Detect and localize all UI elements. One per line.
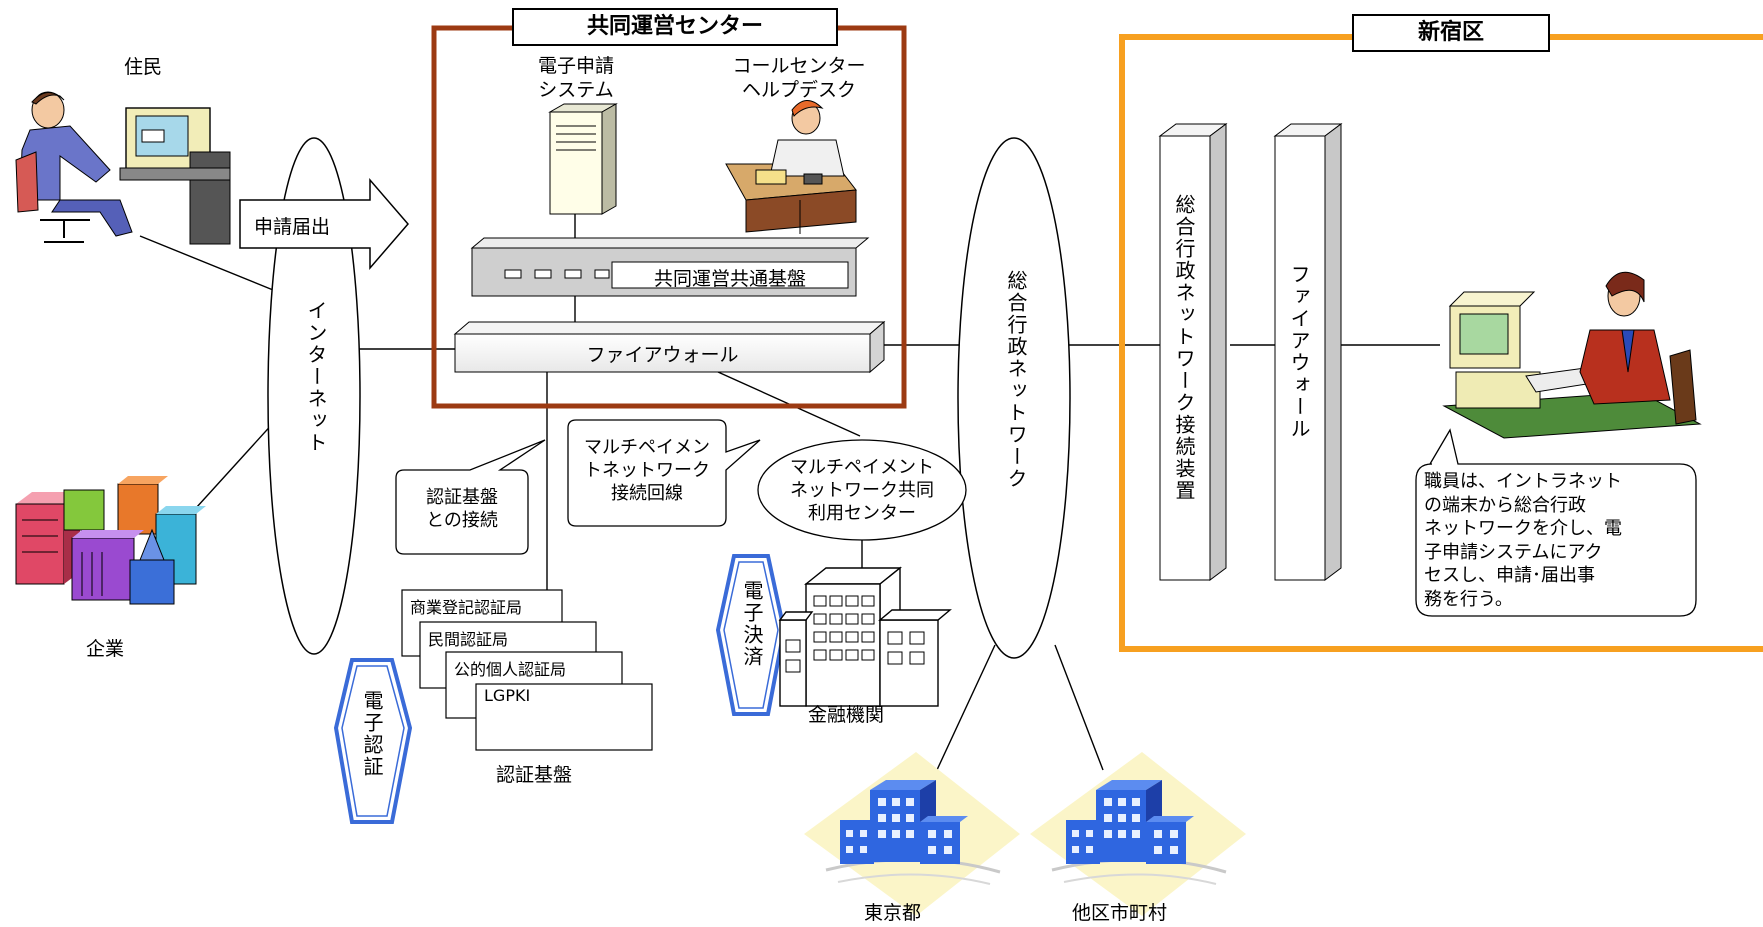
cert-platform-label: 認証基盤 [496,764,573,786]
staff-note-line-4: 子申請システムにアク [1424,541,1603,563]
call-center-line-2: ヘルプデスク [741,79,856,101]
multipay-center-label: マルチペイメント ネットワーク共同 利用センター [762,456,962,525]
multipay-center-ellipse [757,439,967,541]
call-center-line-1: コールセンター [732,55,866,77]
auth-link-line-1: 認証基盤 [426,487,498,508]
multipay-line-2: トネットワーク [584,460,710,481]
e-apply-system-label: 電子申請 システム [526,54,626,102]
e-settle-badge-label: 電子決済 [740,580,764,668]
e-apply-line-1: 電子申請 [537,55,614,77]
cert-ca-public-individual: 公的個人認証局 [454,660,567,679]
other-munis-label: 他区市町村 [1072,902,1168,924]
lgwan-connector-device [1158,123,1228,581]
shinjuku-firewall-label: ファイアウォール [1287,264,1311,440]
center-firewall-device [453,320,886,374]
internet-label: インターネット [304,300,328,454]
multipay-center-line-3: 利用センター [808,503,916,524]
center-firewall-label: ファイアウォール [586,344,739,366]
staff-note-line-2: の端末から総合行政 [1424,494,1586,516]
common-platform-device [470,237,870,297]
callout-auth-shape [395,439,546,555]
company-label: 企業 [86,638,125,660]
connector-lines [139,210,1440,786]
staff-note-line-1: 職員は、イントラネット [1424,471,1622,492]
tokyo-city-graphic [804,752,1020,916]
cert-ca-private: 民間認証局 [428,630,509,649]
cert-authority-stack [401,589,653,751]
e-apply-line-2: システム [538,79,614,101]
multipay-line-callout: マルチペイメン トネットワーク 接続回線 [570,436,724,505]
multipay-center-line-1: マルチペイメント [790,457,934,478]
callout-multipay-line-shape [567,419,761,527]
company-clipart [15,476,206,605]
staff-note-line-6: 務を行う。 [1424,588,1513,610]
cert-ca-commercial: 商業登記認証局 [410,598,523,617]
hex-e-settle [715,554,787,716]
multipay-line-3: 接続回線 [611,483,683,504]
financial-building [778,566,952,708]
staff-note-line-3: ネットワークを介し、電 [1424,518,1622,539]
staff-note: 職員は、イントラネット の端末から総合行政 ネットワークを介し、電 子申請システ… [1424,470,1690,611]
cert-ca-lgpki: LGPKI [484,686,531,705]
shinjuku-title: 新宿区 [1352,14,1550,52]
lgwan-ellipse [957,137,1071,659]
resident-clipart [15,91,231,245]
apply-arrow-label: 申請届出 [254,216,331,238]
apply-arrow-shape [239,177,409,271]
callcenter-clipart [725,100,857,234]
auth-link-line-2: との接続 [426,510,498,531]
lgwan-connect-label: 総合行政ネットワーク接続装置 [1172,194,1196,502]
server-tower [548,103,618,215]
multipay-center-line-2: ネットワーク共同 [790,480,934,501]
staff-clipart [1442,271,1702,439]
lgwan-label: 総合行政ネットワーク [1004,270,1028,490]
common-platform-label: 共同運営共通基盤 [653,268,806,290]
financial-label: 金融機関 [808,704,885,726]
center-title: 共同運営センター [512,8,838,46]
multipay-line-1: マルチペイメン [584,437,710,458]
staff-note-line-5: セスし、申請･届出事 [1424,565,1595,586]
internet-ellipse [267,137,361,655]
e-auth-badge-label: 電子認証 [360,690,384,778]
auth-link-callout: 認証基盤 との接続 [398,486,526,532]
tokyo-label: 東京都 [864,902,922,924]
callout-staff-shape [1415,428,1697,617]
other-munis-city-graphic [1030,752,1246,916]
hex-e-auth [333,658,413,824]
call-center-label: コールセンター ヘルプデスク [714,54,884,102]
shinjuku-firewall-device [1273,123,1343,581]
resident-label: 住民 [124,56,163,78]
